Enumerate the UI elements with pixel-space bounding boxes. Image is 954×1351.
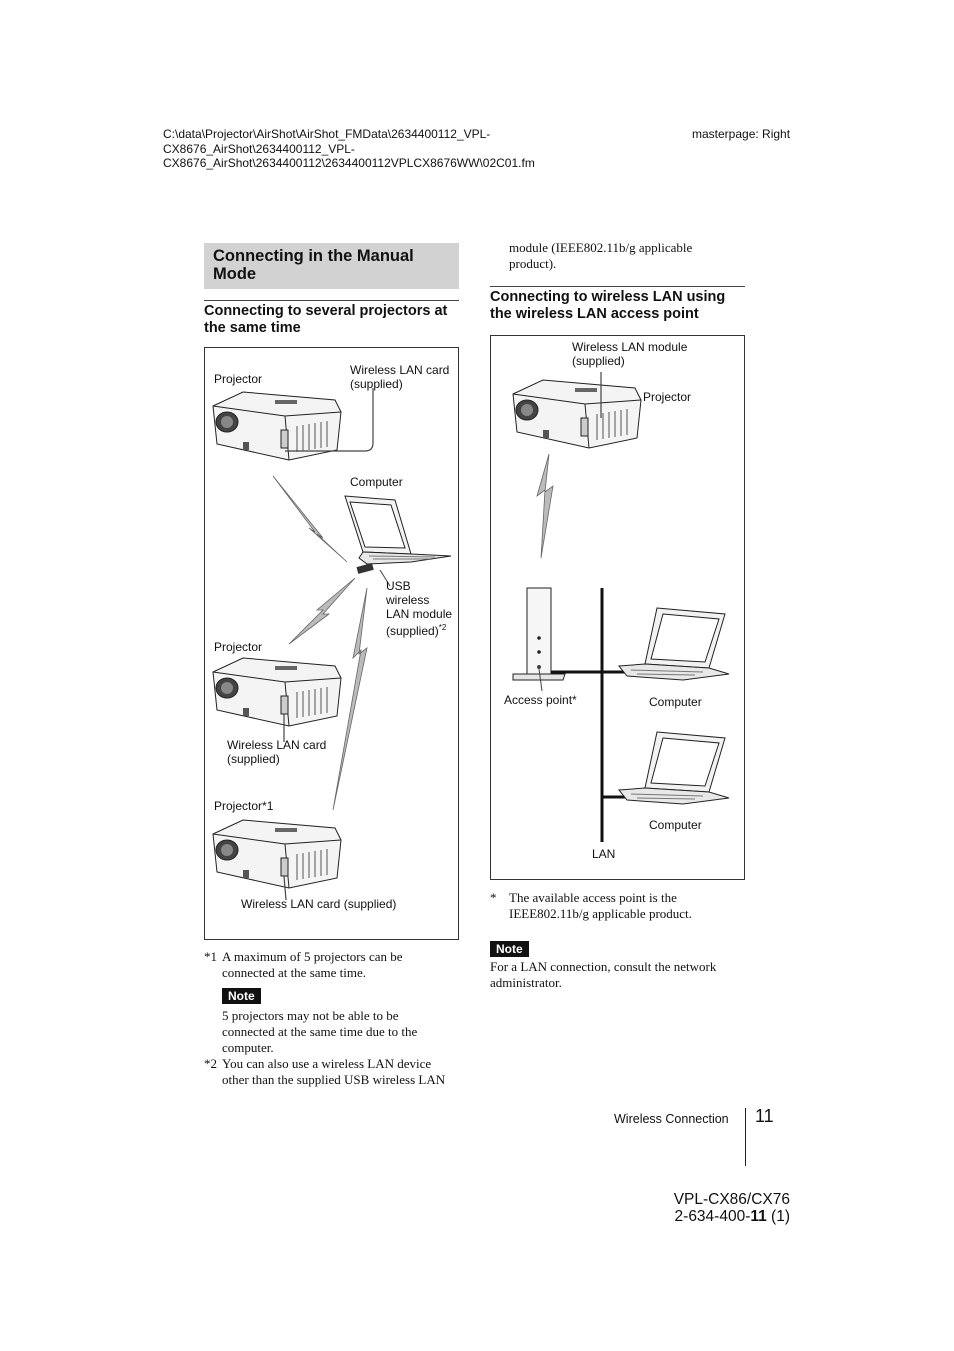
continued-text-line-1: module (IEEE802.11b/g applicable xyxy=(509,240,693,255)
label-projector: Projector xyxy=(643,390,692,404)
label-wlan-module: Wireless LAN module (supplied) xyxy=(572,340,687,368)
note-right-line-2: administrator. xyxy=(490,975,562,990)
section-title-line-2: Mode xyxy=(213,265,257,283)
label-wlan-card-2-line-1: Wireless LAN card xyxy=(227,738,327,752)
label-projector-3: Projector*1 xyxy=(214,799,274,813)
projector-2-illustration xyxy=(212,657,342,727)
left-subheading-line-1: Connecting to several projectors at xyxy=(204,303,448,319)
projector-1-illustration xyxy=(212,391,342,461)
access-point-diagram: Wireless LAN module (supplied) Projector… xyxy=(490,335,745,880)
left-subheading-line-2: the same time xyxy=(204,320,301,336)
footer-divider xyxy=(745,1108,746,1166)
note-badge-left: Note xyxy=(222,988,261,1004)
part-code: 2-634-400-11 (1) xyxy=(674,1208,790,1225)
label-wlan-card-1-line-1: Wireless LAN card xyxy=(350,363,450,377)
file-path-header: C:\data\Projector\AirShot\AirShot_FMData… xyxy=(163,127,535,171)
footnote-1-mark: *1 xyxy=(204,949,217,964)
projector-illustration xyxy=(512,379,642,449)
note-text-right: For a LAN connection, consult the networ… xyxy=(490,959,716,991)
note-text-left: 5 projectors may not be able to be conne… xyxy=(222,1008,417,1056)
section-title: Connecting in the Manual Mode xyxy=(204,243,459,289)
footnote-1-line-1: A maximum of 5 projectors can be xyxy=(222,949,403,964)
label-computer-2: Computer xyxy=(649,818,702,832)
note-left-line-1: 5 projectors may not be able to be xyxy=(222,1008,399,1023)
model-block: VPL-CX86/CX76 2-634-400-11 (1) xyxy=(674,1191,790,1225)
file-path-line-3: CX8676_AirShot\2634400112\2634400112VPLC… xyxy=(163,156,535,170)
label-wlan-card-1-line-2: (supplied) xyxy=(350,377,403,391)
right-subheading-line-1: Connecting to wireless LAN using xyxy=(490,289,726,305)
leader-wlan-card-3 xyxy=(283,875,287,901)
lightning-bolt-ap xyxy=(536,453,554,559)
label-wlan-card-2: Wireless LAN card (supplied) xyxy=(227,738,326,766)
label-wlan-card-2-line-2: (supplied) xyxy=(227,752,280,766)
leader-access-point xyxy=(538,668,543,692)
file-path-line-2: CX8676_AirShot\2634400112_VPL- xyxy=(163,141,355,156)
label-computer: Computer xyxy=(350,475,403,489)
lightning-bolt-1 xyxy=(272,475,348,563)
part-code-bold: 11 xyxy=(750,1208,767,1225)
projector-3-illustration xyxy=(212,819,342,889)
label-usb-line-3: LAN module xyxy=(386,607,453,621)
note-right-line-1: For a LAN connection, consult the networ… xyxy=(490,959,717,974)
diagram-drawing xyxy=(212,388,452,901)
footer-section-name: Wireless Connection xyxy=(614,1112,729,1126)
label-projector-1: Projector xyxy=(214,372,263,386)
laptop-illustration xyxy=(344,495,452,565)
part-code-prefix: 2-634-400- xyxy=(674,1208,751,1225)
label-usb-line-2: wireless xyxy=(386,593,430,607)
label-projector-2: Projector xyxy=(214,640,263,654)
footnote-ap: The available access point is the IEEE80… xyxy=(509,890,692,922)
page-number: 11 xyxy=(755,1106,774,1126)
lightning-bolt-2 xyxy=(288,577,356,645)
access-point-drawing xyxy=(512,372,730,842)
note-badge-right: Note xyxy=(490,941,529,957)
part-code-suffix: (1) xyxy=(766,1208,790,1225)
footnote-1: A maximum of 5 projectors can be connect… xyxy=(222,949,403,981)
label-usb-line-1: USB xyxy=(386,579,411,593)
label-usb-module: USB wireless LAN module (supplied)*2 xyxy=(386,579,452,638)
lightning-bolt-3 xyxy=(332,587,368,811)
computer-2-illustration xyxy=(618,731,730,805)
access-point-illustration xyxy=(512,587,566,681)
footnote-ap-mark: * xyxy=(490,890,497,905)
label-usb-footnote-mark: *2 xyxy=(438,623,447,632)
model-name: VPL-CX86/CX76 xyxy=(673,1191,790,1208)
several-projectors-diagram: Projector Wireless LAN card (supplied) C… xyxy=(204,347,459,940)
footnote-2-mark: *2 xyxy=(204,1056,217,1071)
label-wlan-card-3: Wireless LAN card (supplied) xyxy=(241,897,397,911)
footnote-ap-line-2: IEEE802.11b/g applicable product. xyxy=(509,906,692,921)
note-left-line-3: computer. xyxy=(222,1040,274,1055)
footnote-1-line-2: connected at the same time. xyxy=(222,965,367,980)
label-wlan-card-1: Wireless LAN card (supplied) xyxy=(350,363,449,391)
right-subheading: Connecting to wireless LAN using the wir… xyxy=(490,286,745,323)
footnote-ap-line-1: The available access point is the xyxy=(509,890,677,905)
footnote-2-line-2: other than the supplied USB wireless LAN xyxy=(222,1072,446,1087)
continued-text-line-2: product). xyxy=(509,256,557,271)
label-wlan-module-line-2: (supplied) xyxy=(572,354,625,368)
right-subheading-line-2: the wireless LAN access point xyxy=(490,306,699,322)
label-wlan-module-line-1: Wireless LAN module xyxy=(572,340,688,354)
label-computer-1: Computer xyxy=(649,695,702,709)
usb-module-shape xyxy=(356,563,374,574)
continued-text: module (IEEE802.11b/g applicable product… xyxy=(509,240,692,272)
label-usb-line-4: (supplied) xyxy=(386,624,439,638)
footnote-2: You can also use a wireless LAN device o… xyxy=(222,1056,445,1088)
label-access-point: Access point* xyxy=(504,693,577,707)
footnote-2-line-1: You can also use a wireless LAN device xyxy=(222,1056,432,1071)
label-lan: LAN xyxy=(592,847,616,861)
computer-1-illustration xyxy=(618,607,730,681)
note-left-line-2: connected at the same time due to the xyxy=(222,1024,418,1039)
left-subheading: Connecting to several projectors at the … xyxy=(204,300,459,337)
section-title-line-1: Connecting in the Manual xyxy=(213,247,414,265)
leader-wlan-card-1 xyxy=(285,388,374,452)
file-path-line-1: C:\data\Projector\AirShot\AirShot_FMData… xyxy=(163,127,491,141)
masterpage-label: masterpage: Right xyxy=(692,127,791,141)
